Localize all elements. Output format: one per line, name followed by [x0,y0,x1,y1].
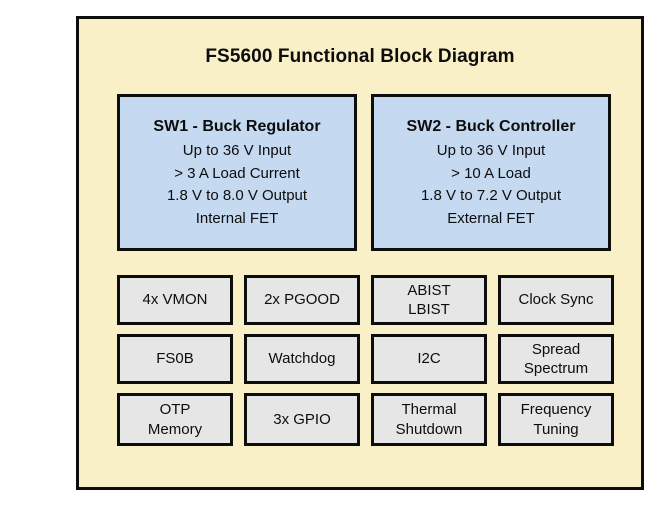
switcher-blocks-row: SW1 - Buck Regulator Up to 36 V Input > … [117,94,611,251]
feature-block-i2c-line-1: I2C [417,350,441,368]
feature-grid: 4x VMON 2x PGOOD ABIST LBIST Clock Sync … [117,275,614,446]
feature-row-3: OTP Memory 3x GPIO Thermal Shutdown Freq… [117,393,614,446]
feature-row-1: 4x VMON 2x PGOOD ABIST LBIST Clock Sync [117,275,614,325]
feature-block-vmon-line-1: 4x VMON [142,291,208,309]
feature-row-2: FS0B Watchdog I2C Spread Spectrum [117,334,614,384]
feature-block-otp-memory-line-1: OTP [159,401,191,419]
switcher-block-sw2-title: SW2 - Buck Controller [406,118,576,136]
feature-block-spread-spectrum-line-1: Spread [531,340,581,358]
switcher-block-sw1-spec-input: Up to 36 V Input [182,141,292,159]
feature-block-otp-memory: OTP Memory [117,393,233,446]
feature-block-i2c: I2C [371,334,487,384]
feature-block-frequency-tuning: Frequency Tuning [498,393,614,446]
switcher-block-sw2-spec-fet: External FET [447,210,535,228]
switcher-block-sw1-title: SW1 - Buck Regulator [153,118,321,136]
feature-block-fs0b: FS0B [117,334,233,384]
switcher-block-sw1-spec-fet: Internal FET [195,210,279,228]
feature-block-fs0b-line-1: FS0B [156,350,194,368]
feature-block-thermal-shutdown: Thermal Shutdown [371,393,487,446]
feature-block-pgood: 2x PGOOD [244,275,360,325]
feature-block-frequency-tuning-line-1: Frequency [520,401,592,419]
feature-block-gpio: 3x GPIO [244,393,360,446]
feature-block-clock-sync: Clock Sync [498,275,614,325]
feature-block-watchdog: Watchdog [244,334,360,384]
switcher-block-sw1: SW1 - Buck Regulator Up to 36 V Input > … [117,94,357,251]
switcher-block-sw2-spec-output: 1.8 V to 7.2 V Output [420,187,562,205]
feature-block-spread-spectrum-line-2: Spectrum [523,360,589,377]
feature-block-frequency-tuning-line-2: Tuning [533,420,579,438]
feature-block-abist-lbist-line-2: LBIST [408,301,450,318]
switcher-block-sw2-spec-current: > 10 A Load [451,164,531,182]
switcher-block-sw1-spec-output: 1.8 V to 8.0 V Output [166,187,308,205]
switcher-block-sw2: SW2 - Buck Controller Up to 36 V Input >… [371,94,611,251]
feature-block-clock-sync-line-1: Clock Sync [518,291,594,309]
feature-block-vmon: 4x VMON [117,275,233,325]
page-title: FS5600 Functional Block Diagram [205,46,515,67]
feature-block-gpio-line-1: 3x GPIO [273,410,331,428]
feature-block-abist-lbist-line-1: ABIST [407,281,451,299]
feature-block-watchdog-line-1: Watchdog [268,350,336,368]
switcher-block-sw1-spec-current: > 3 A Load Current [174,164,300,182]
feature-block-spread-spectrum: Spread Spectrum [498,334,614,384]
feature-block-thermal-shutdown-line-2: Shutdown [395,420,463,438]
feature-block-abist-lbist: ABIST LBIST [371,275,487,325]
diagram-panel: FS5600 Functional Block Diagram SW1 - Bu… [76,16,644,490]
feature-block-otp-memory-line-2: Memory [147,420,203,438]
feature-block-pgood-line-1: 2x PGOOD [264,291,340,309]
switcher-block-sw2-spec-input: Up to 36 V Input [436,141,546,159]
feature-block-thermal-shutdown-line-1: Thermal [401,401,457,419]
